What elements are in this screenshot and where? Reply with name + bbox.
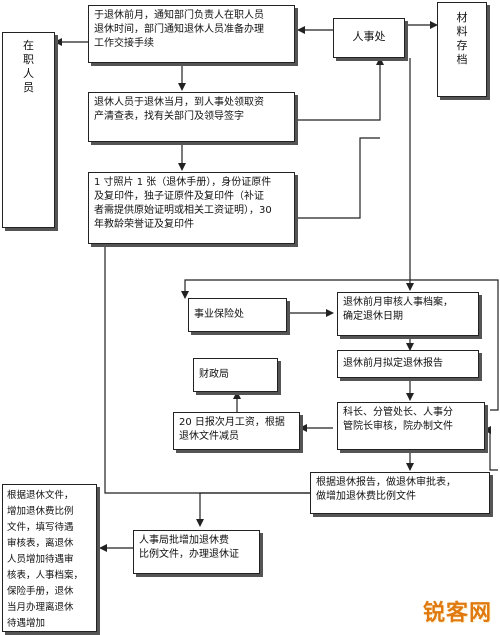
left-note-box: 根据退休文件， 增加退休费比例 文件，填写待遇 审核表，离退休 人员增加待遇审 … — [2, 484, 97, 632]
arrow-loop-into-approval — [483, 426, 498, 471]
watermark-logo: 锐客网 — [422, 600, 492, 626]
arrow-loop-to-insurance — [181, 279, 499, 411]
finance-box: 财政局 — [193, 358, 278, 392]
notify-box: 于退休前月，通知部门负责人在职人员 退休时间，部门通知退休人员准备办理 工作交接… — [88, 5, 295, 63]
review-archive-box: 退休前月审核人事档案， 确定退休日期 — [337, 292, 479, 336]
collect-forms-box: 退休人员于退休当月，到人事处领取资 产清查表，找有关部门及领导签字 — [88, 92, 295, 142]
staff-box: 在 职 人 员 — [2, 32, 55, 228]
arrow-collect-to-hr — [295, 57, 384, 121]
report-box: 退休前月拟定退休报告 — [337, 350, 479, 378]
documents-box: 1 寸照片 1 张（退休手册），身份证原件 及复印件，独子证原件及复印件（补证 … — [88, 172, 295, 244]
bureau-approval-box: 人事局批增加退休费 比例文件，办理退休证 — [133, 530, 260, 574]
archive-box: 材 料 存 档 — [437, 2, 487, 97]
social-insurance-box: 事业保险处 — [188, 298, 287, 332]
wage-report-box: 20 日报次月工资，根据 退休文件减员 — [173, 412, 300, 450]
arrow-documents-to-hr — [295, 137, 380, 219]
approval-form-box: 根据退休报告，做退休审批表， 做增加退休费比例文件 — [310, 472, 490, 514]
hr-office-box: 人事处 — [333, 18, 405, 58]
arrow-form-to-bureau — [196, 492, 310, 527]
approval-box: 科长、分管处长、人事分 管院长审核，院办制文件 — [337, 402, 485, 450]
